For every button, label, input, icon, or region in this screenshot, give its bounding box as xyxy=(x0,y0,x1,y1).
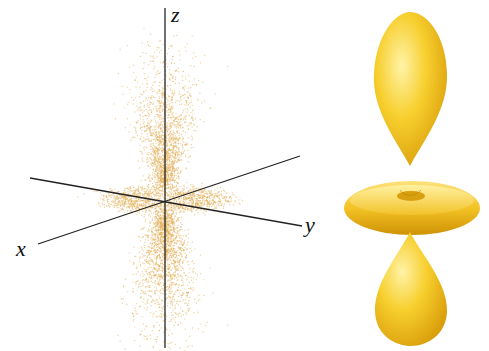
stage: zyx xyxy=(0,0,489,351)
